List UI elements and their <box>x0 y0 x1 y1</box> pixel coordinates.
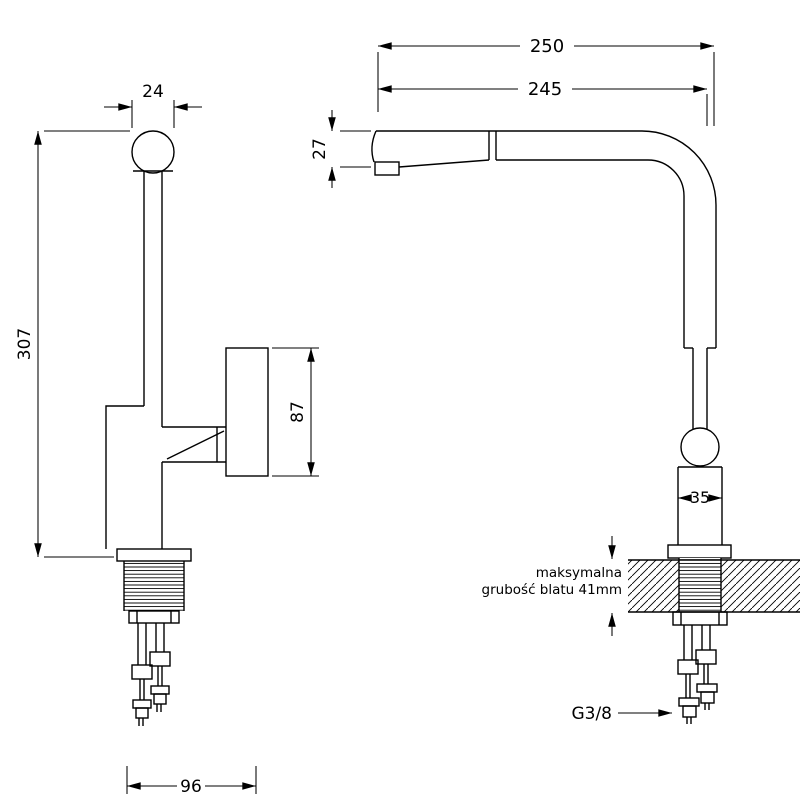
left-faucet-outline <box>105 130 269 562</box>
dim-right-body-width: 35 <box>678 488 722 507</box>
dim-24-label: 24 <box>142 82 164 102</box>
countertop-note-line1: maksymalna <box>536 565 622 581</box>
right-view: 250 245 27 <box>310 36 800 724</box>
right-mounting-hardware <box>672 611 728 724</box>
countertop-note-line2: grubość blatu 41mm <box>482 582 622 598</box>
dim-left-handle-height: 87 <box>272 347 319 477</box>
dim-87-label: 87 <box>288 401 308 423</box>
left-thread-shank <box>124 561 184 611</box>
dim-right-spout-reach: 245 <box>378 79 708 126</box>
dim-left-cap-width: 24 <box>104 82 202 128</box>
dim-250-label: 250 <box>530 36 564 57</box>
countertop-section <box>628 558 800 613</box>
dim-right-spout-height: 27 <box>310 110 371 188</box>
hose-thread-label: G3/8 <box>571 704 612 724</box>
left-view: 24 307 87 9 <box>15 82 319 797</box>
dim-96-label: 96 <box>180 777 202 797</box>
thread-size-callout: G3/8 <box>571 704 672 724</box>
dim-307-label: 307 <box>15 328 35 360</box>
dim-left-base-width: 96 <box>126 766 257 797</box>
dim-27-label: 27 <box>310 138 330 160</box>
right-faucet-outline <box>371 130 732 559</box>
dim-245-label: 245 <box>528 79 562 100</box>
dim-left-total-height: 307 <box>15 130 130 558</box>
right-thread-shank <box>679 558 721 612</box>
dim-35-label: 35 <box>690 488 710 507</box>
countertop-thickness-note: maksymalna grubość blatu 41mm <box>482 536 622 636</box>
left-mounting-hardware <box>123 561 185 726</box>
dim-right-overall-depth: 250 <box>377 36 715 126</box>
